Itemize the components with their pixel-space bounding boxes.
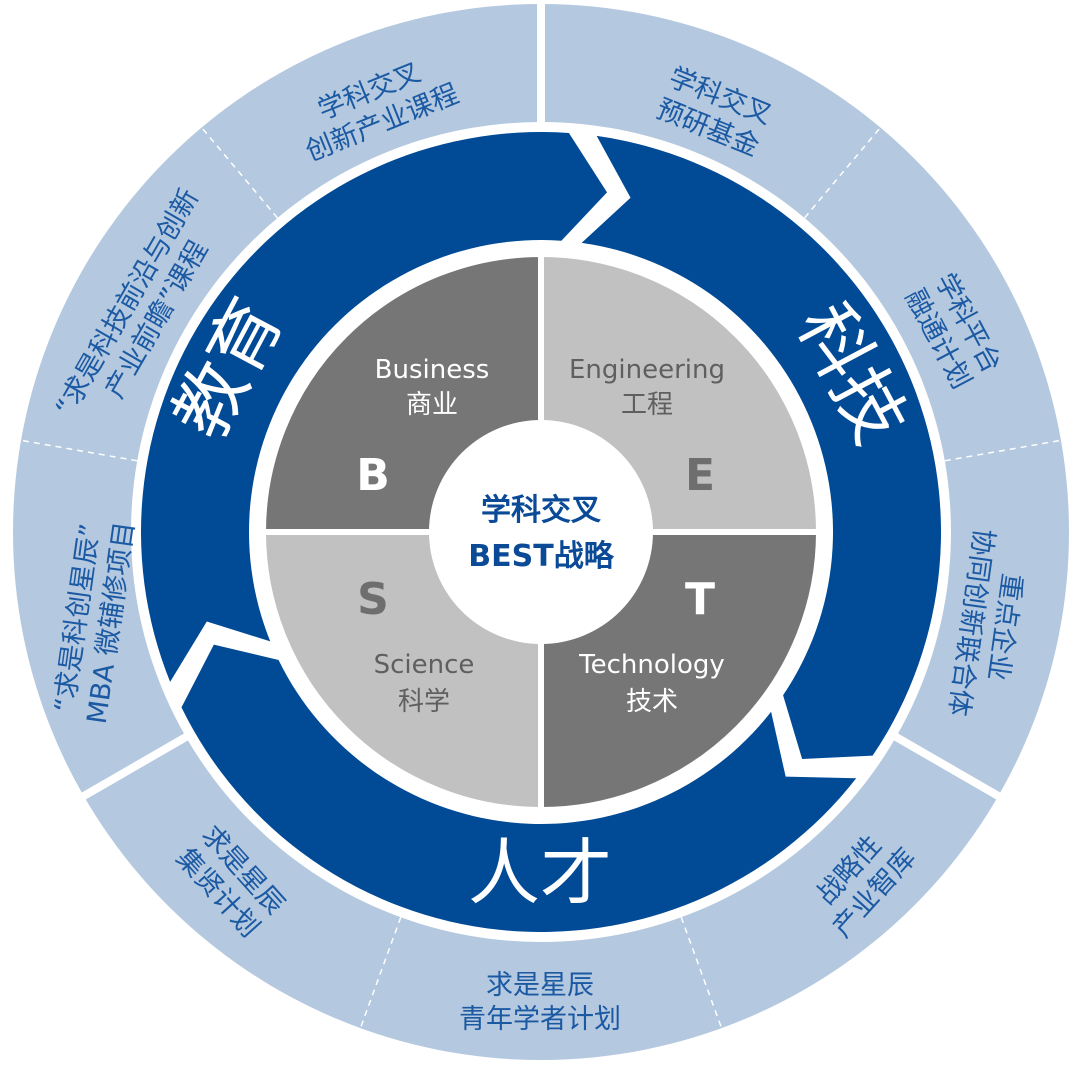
quadrant-business: Business 商业 B bbox=[356, 355, 489, 501]
quadrant-technology: T Technology 技术 bbox=[578, 574, 725, 717]
quadrant-zh-label: 工程 bbox=[621, 390, 673, 420]
program-label-line: 青年学者计划 bbox=[459, 1004, 621, 1035]
subsector-divider bbox=[803, 127, 881, 219]
subsector-divider bbox=[944, 439, 1062, 462]
quadrant-letter: T bbox=[685, 574, 715, 625]
quadrant-zh-label: 科学 bbox=[398, 687, 450, 717]
quadrant-en-label: Technology bbox=[578, 650, 725, 680]
subsector-divider bbox=[201, 127, 279, 219]
pillar-arc-education bbox=[140, 132, 608, 682]
subsector-divider bbox=[680, 917, 723, 1029]
quadrant-science: S Science 科学 bbox=[357, 574, 474, 717]
program-label-p6: 求是星辰青年学者计划 bbox=[459, 970, 621, 1035]
center-circle bbox=[429, 420, 653, 644]
pillar-ring bbox=[140, 132, 942, 932]
quadrant-letter: E bbox=[685, 450, 715, 501]
pillar-talent-label: 人才 bbox=[468, 831, 612, 915]
subsector-divider bbox=[359, 917, 402, 1029]
program-label-line: 求是星辰 bbox=[486, 970, 594, 1001]
center-title-line1: 学科交叉 bbox=[481, 493, 601, 528]
quadrant-zh-label: 技术 bbox=[626, 687, 678, 717]
quadrant-en-label: Business bbox=[375, 355, 490, 385]
subsector-divider bbox=[20, 439, 138, 462]
quadrant-zh-label: 商业 bbox=[406, 390, 458, 420]
sector-divider bbox=[75, 731, 193, 803]
quadrant-en-label: Engineering bbox=[569, 355, 725, 385]
quadrant-letter: S bbox=[357, 574, 389, 625]
pillar-arc-talent bbox=[181, 644, 857, 932]
quadrant-en-label: Science bbox=[374, 650, 475, 680]
quadrant-engineering: Engineering 工程 E bbox=[569, 355, 725, 501]
center-title-line2: BEST战略 bbox=[468, 539, 614, 574]
sector-divider bbox=[889, 731, 1007, 803]
pillar-arc-science-tech bbox=[581, 135, 942, 759]
quadrant-letter: B bbox=[356, 450, 390, 501]
